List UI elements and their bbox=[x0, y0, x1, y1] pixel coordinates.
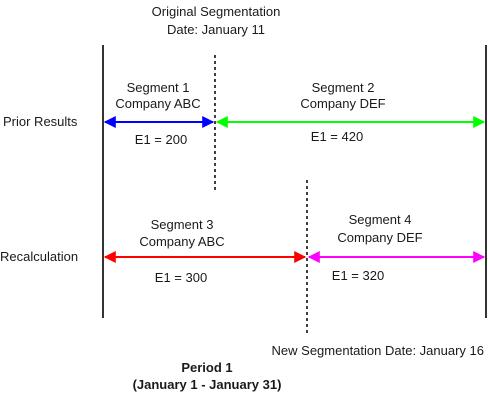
segment-4-name: Segment 4 bbox=[349, 212, 412, 227]
row-label-recalculation: Recalculation bbox=[0, 249, 78, 264]
segment-4-company: Company DEF bbox=[337, 230, 422, 245]
new-segmentation-label: New Segmentation Date: January 16 bbox=[272, 343, 484, 358]
segment-3-company: Company ABC bbox=[139, 234, 224, 249]
segment-3-value: E1 = 300 bbox=[155, 270, 207, 285]
segment-1-value: E1 = 200 bbox=[135, 132, 187, 147]
period-title: Period 1 bbox=[181, 360, 232, 375]
original-segmentation-label-line2: Date: January 11 bbox=[167, 22, 265, 37]
segment-1-company: Company ABC bbox=[115, 96, 200, 111]
original-segmentation-label-line1: Original Segmentation bbox=[152, 4, 281, 19]
row-label-prior-results: Prior Results bbox=[3, 114, 78, 129]
period-range: (January 1 - January 31) bbox=[133, 377, 282, 392]
segment-1-name: Segment 1 bbox=[127, 80, 190, 95]
segment-4-value: E1 = 320 bbox=[332, 268, 384, 283]
segment-2-value: E1 = 420 bbox=[311, 129, 363, 144]
segment-3-name: Segment 3 bbox=[151, 217, 214, 232]
segment-2-company: Company DEF bbox=[300, 96, 385, 111]
segment-2-name: Segment 2 bbox=[312, 80, 375, 95]
